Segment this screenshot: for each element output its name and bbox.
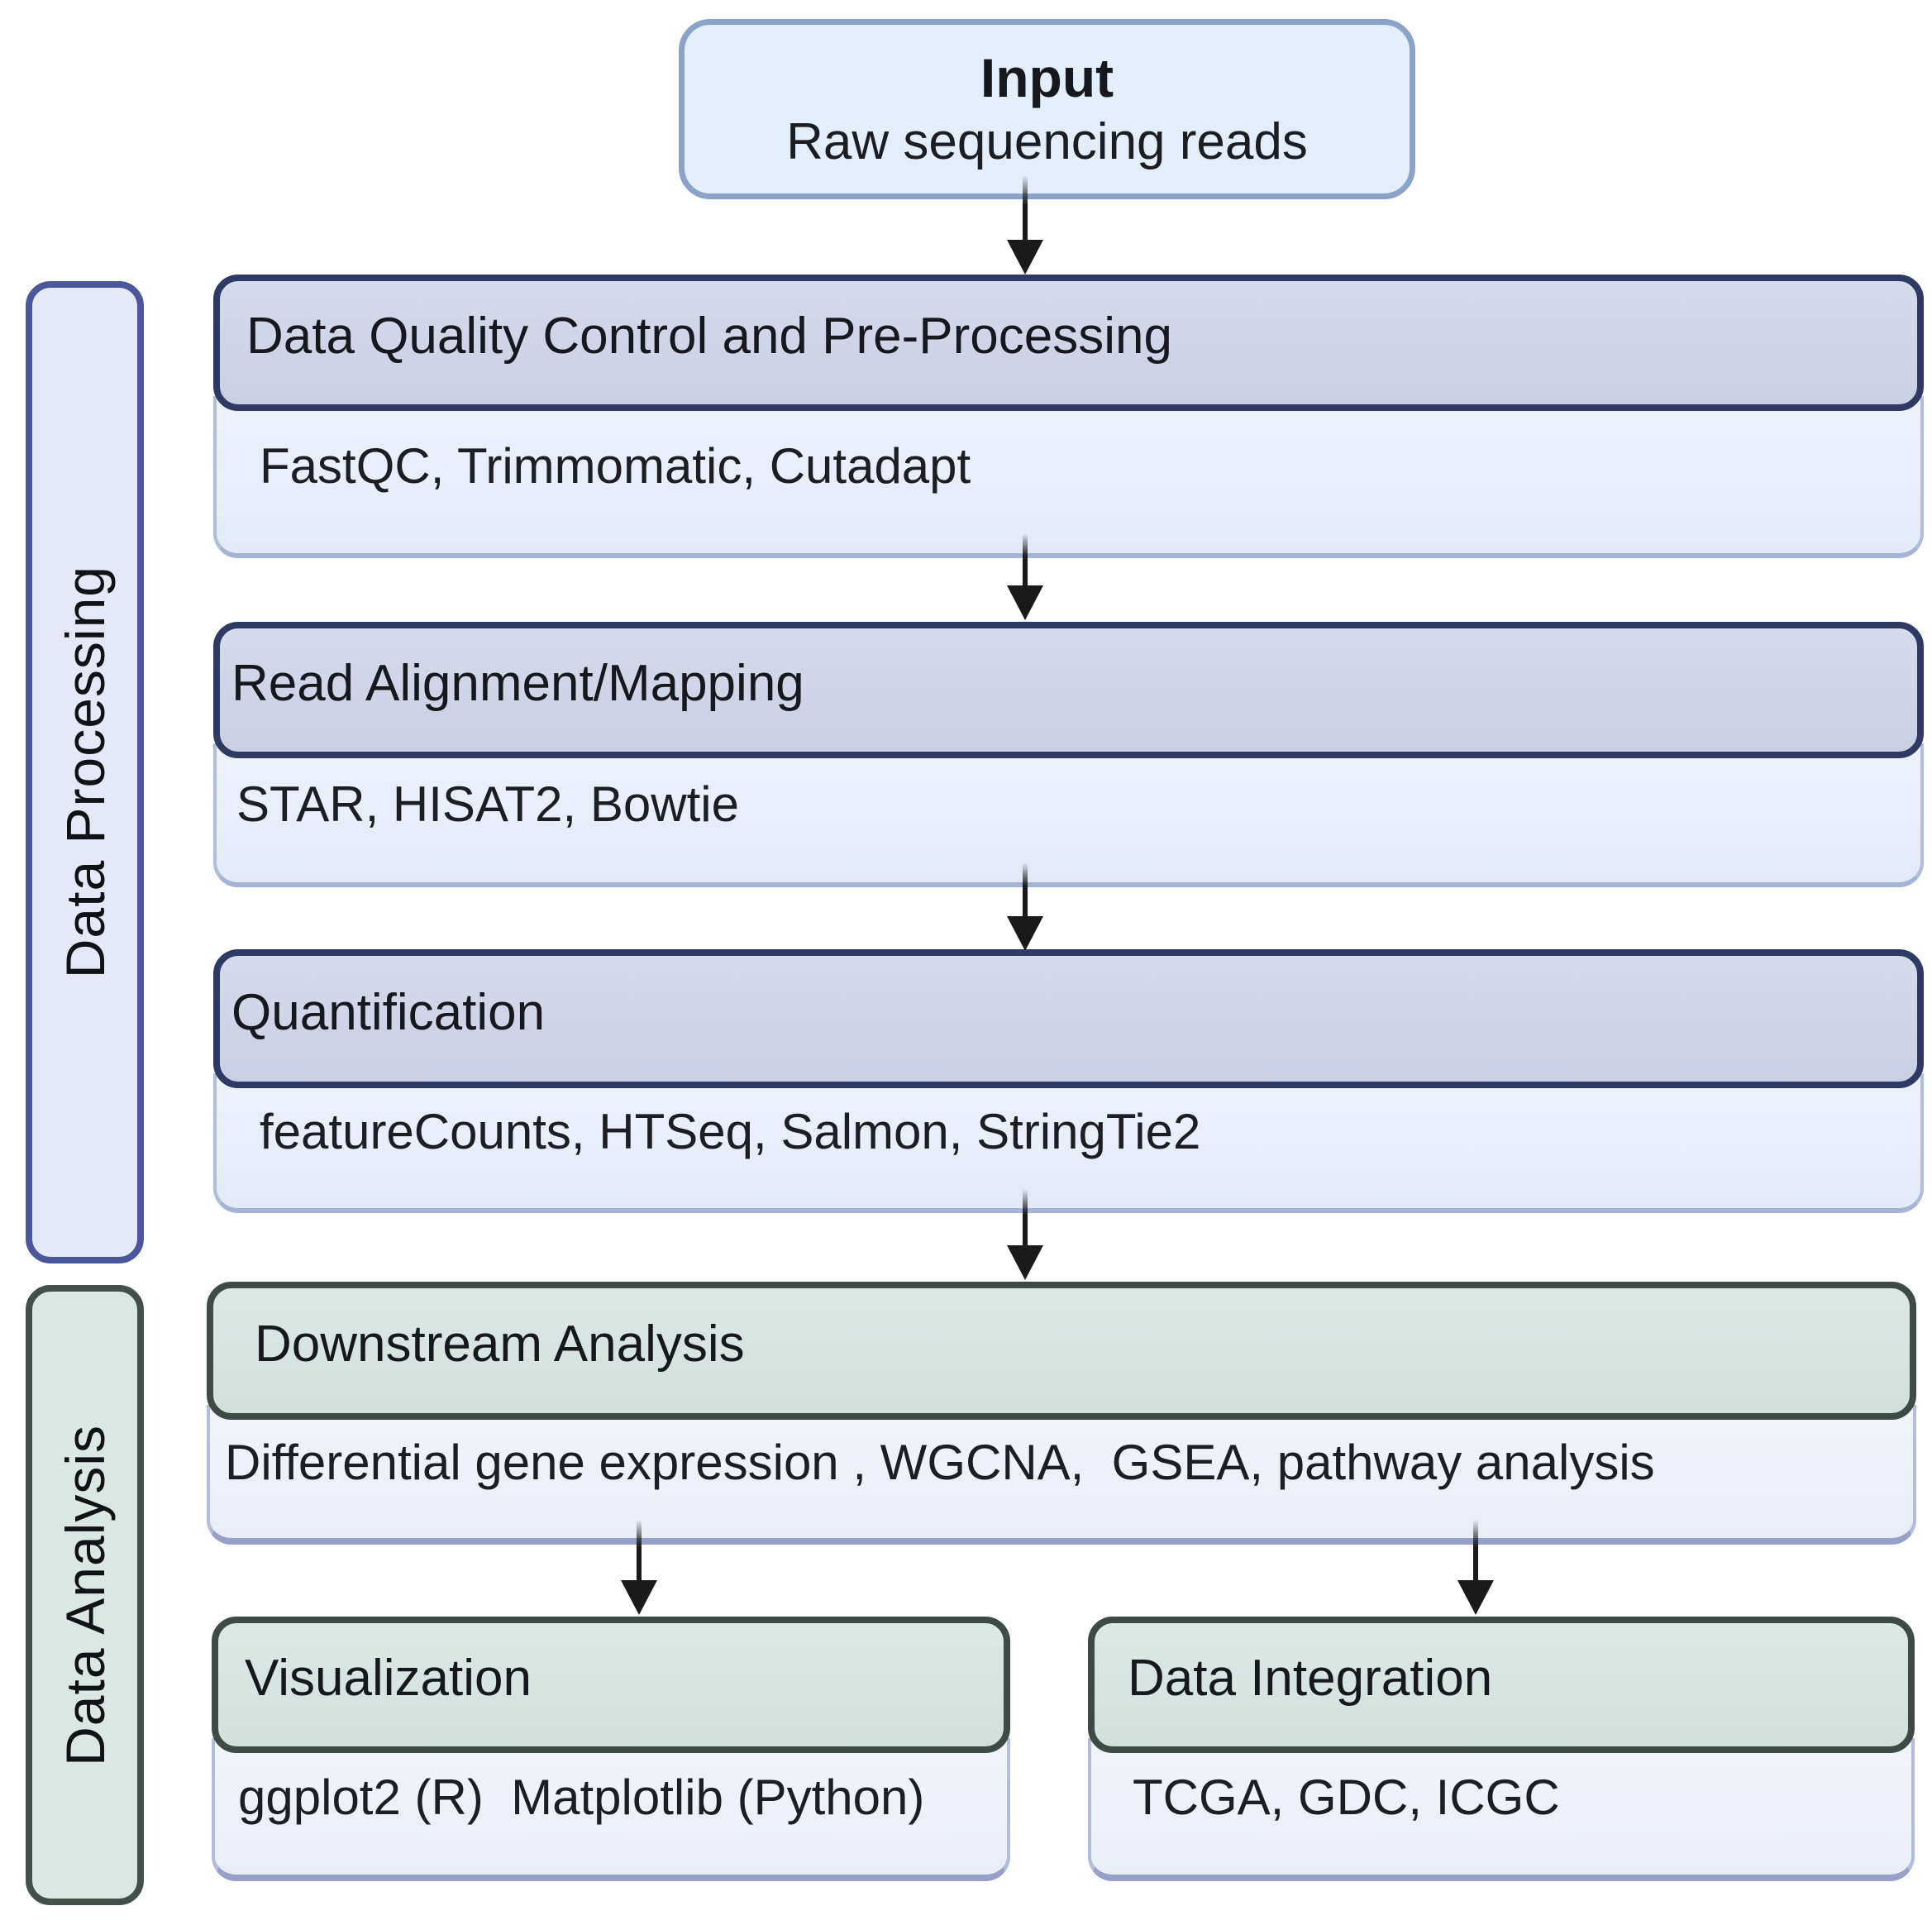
- arrow-shaft: [1473, 1520, 1478, 1580]
- block-quantification-title: Quantification: [231, 983, 546, 1041]
- input-node-title: Input: [980, 46, 1114, 108]
- arrow-shaft: [1023, 175, 1028, 240]
- data-processing-group-label: Data Processing: [54, 566, 116, 979]
- block-downstream-analysis: Downstream Analysis Differential gene ex…: [207, 1282, 1916, 1545]
- arrow-head-icon: [1007, 1245, 1043, 1280]
- block-data-integration-title: Data Integration: [1128, 1650, 1493, 1707]
- data-analysis-group-bar: Data Analysis: [26, 1285, 144, 1905]
- arrow-head-icon: [1007, 916, 1043, 951]
- block-quality-control-header: Data Quality Control and Pre-Processing: [213, 275, 1924, 411]
- block-downstream-analysis-header: Downstream Analysis: [207, 1282, 1916, 1420]
- block-read-alignment-title: Read Alignment/Mapping: [231, 655, 804, 712]
- input-node: Input Raw sequencing reads: [679, 19, 1415, 199]
- data-analysis-group-label: Data Analysis: [54, 1424, 116, 1766]
- block-data-integration-tools: TCGA, GDC, ICGC: [1133, 1770, 1560, 1825]
- arrow-head-icon: [621, 1580, 657, 1615]
- block-quality-control: Data Quality Control and Pre-Processing …: [213, 275, 1924, 558]
- block-read-alignment-body: STAR, HISAT2, Bowtie: [213, 743, 1924, 887]
- arrow-head-icon: [1007, 585, 1043, 620]
- block-read-alignment-header: Read Alignment/Mapping: [213, 622, 1924, 758]
- arrow-shaft: [637, 1520, 642, 1580]
- block-quantification-header: Quantification: [213, 949, 1924, 1088]
- block-read-alignment: Read Alignment/Mapping STAR, HISAT2, Bow…: [213, 622, 1924, 887]
- block-data-integration: Data Integration TCGA, GDC, ICGC: [1088, 1617, 1915, 1881]
- flow-arrow-qc-to-alignment: [1007, 533, 1043, 620]
- block-quality-control-body: FastQC, Trimmomatic, Cutadapt: [213, 396, 1924, 558]
- block-visualization-title: Visualization: [245, 1650, 532, 1707]
- block-quantification: Quantification featureCounts, HTSeq, Sal…: [213, 949, 1924, 1213]
- input-node-subtitle: Raw sequencing reads: [786, 113, 1308, 171]
- block-read-alignment-tools: STAR, HISAT2, Bowtie: [236, 776, 739, 832]
- flow-arrow-quantification-to-downstream: [1007, 1189, 1043, 1280]
- block-visualization-body: ggplot2 (R) Matplotlib (Python): [212, 1738, 1010, 1881]
- block-quality-control-title: Data Quality Control and Pre-Processing: [246, 308, 1172, 365]
- block-visualization-tools: ggplot2 (R) Matplotlib (Python): [238, 1770, 925, 1825]
- block-downstream-analysis-tools: Differential gene expression , WGCNA, GS…: [225, 1435, 1655, 1490]
- block-visualization: Visualization ggplot2 (R) Matplotlib (Py…: [212, 1617, 1010, 1881]
- arrow-shaft: [1023, 533, 1028, 585]
- block-downstream-analysis-body: Differential gene expression , WGCNA, GS…: [207, 1405, 1916, 1545]
- block-visualization-header: Visualization: [212, 1617, 1010, 1753]
- flow-arrow-downstream-to-integration: [1457, 1520, 1494, 1615]
- arrow-shaft: [1023, 862, 1028, 916]
- block-data-integration-header: Data Integration: [1088, 1617, 1915, 1753]
- block-quantification-tools: featureCounts, HTSeq, Salmon, StringTie2: [260, 1104, 1201, 1159]
- flow-arrow-alignment-to-quantification: [1007, 862, 1043, 951]
- flow-arrow-input-to-qc: [1007, 175, 1043, 275]
- block-data-integration-body: TCGA, GDC, ICGC: [1088, 1738, 1915, 1881]
- data-processing-group-bar: Data Processing: [26, 281, 144, 1263]
- block-downstream-analysis-title: Downstream Analysis: [255, 1316, 745, 1373]
- flow-arrow-downstream-to-visualization: [621, 1520, 657, 1615]
- block-quality-control-tools: FastQC, Trimmomatic, Cutadapt: [260, 437, 971, 494]
- arrow-head-icon: [1007, 240, 1043, 275]
- arrow-head-icon: [1457, 1580, 1494, 1615]
- block-quantification-body: featureCounts, HTSeq, Salmon, StringTie2: [213, 1073, 1924, 1213]
- arrow-shaft: [1023, 1189, 1028, 1245]
